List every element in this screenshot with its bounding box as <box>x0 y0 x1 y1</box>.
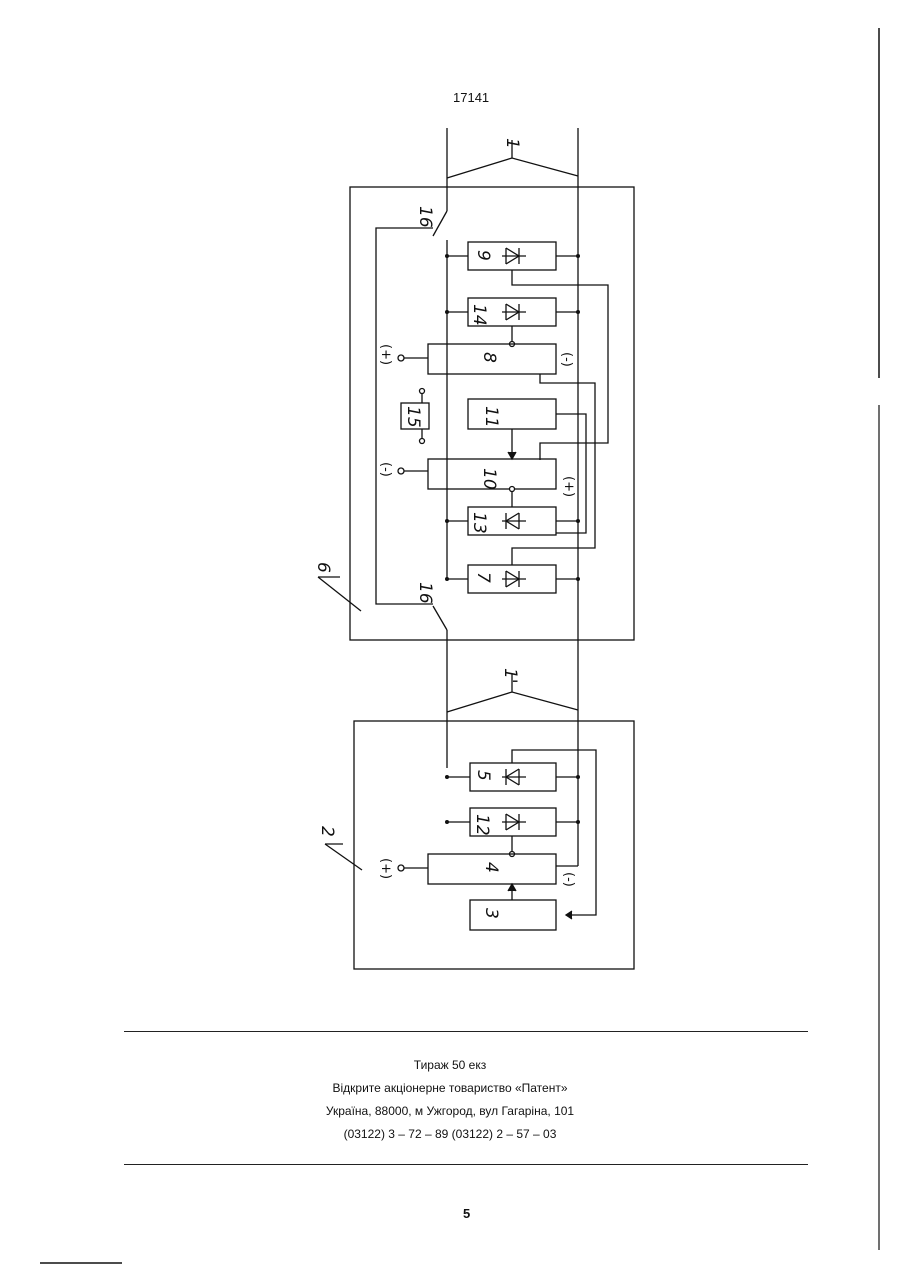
footer-circulation: Тираж 50 екз <box>0 1058 900 1072</box>
unit-2-frame <box>354 721 634 969</box>
block-11: 11 <box>468 399 556 429</box>
diode-icon <box>502 304 526 320</box>
diode-icon <box>502 769 526 785</box>
block-10: 10 <box>398 459 556 490</box>
footer-company: Відкрите акціонерне товариство «Патент» <box>0 1081 900 1095</box>
polarity-b8-right: (-) <box>559 352 574 367</box>
block-12: 12 <box>447 808 578 836</box>
polarity-b10-left: (-) <box>378 462 393 477</box>
diode-icon <box>502 571 526 587</box>
diode-icon <box>502 248 526 264</box>
block-3: 3 <box>470 900 556 930</box>
polarity-b8-left: (+) <box>378 344 393 365</box>
footer-rule-top <box>124 1031 808 1032</box>
block-13: 13 <box>447 507 578 535</box>
svg-text:16: 16 <box>415 206 435 228</box>
footer-phones: (03122) 3 – 72 – 89 (03122) 2 – 57 – 03 <box>0 1127 900 1141</box>
svg-text:7: 7 <box>473 572 493 583</box>
polarity-b4-left: (+) <box>378 858 393 879</box>
polarity-b10-right: (+) <box>561 476 576 497</box>
svg-text:10: 10 <box>479 468 499 490</box>
polarity-b4-right: (-) <box>561 872 576 887</box>
svg-text:15: 15 <box>403 406 423 428</box>
svg-text:9: 9 <box>473 250 493 261</box>
label-line-1-prime: 1' <box>500 668 520 684</box>
svg-text:14: 14 <box>469 304 489 326</box>
svg-text:13: 13 <box>469 512 489 534</box>
label-line-1: 1 <box>502 138 522 149</box>
label-unit-6: 6 <box>313 562 333 573</box>
block-14: 14 <box>447 298 578 326</box>
label-unit-2: 2 <box>317 826 337 837</box>
svg-text:12: 12 <box>472 814 492 836</box>
footer-address: Україна, 88000, м Ужгород, вул Гагаріна,… <box>0 1104 900 1118</box>
block-7: 7 <box>447 565 578 593</box>
block-8: 8 <box>398 344 556 374</box>
block-15: 15 <box>401 389 429 444</box>
block-9: 9 <box>447 242 578 270</box>
block-4: 4 <box>398 854 578 884</box>
svg-text:3: 3 <box>481 908 501 919</box>
switch-16-bottom: 16 <box>415 582 447 768</box>
block-5: 5 <box>447 763 578 791</box>
diode-icon <box>502 513 526 529</box>
diode-icon <box>502 814 526 830</box>
page-number: 5 <box>463 1206 470 1221</box>
svg-text:4: 4 <box>481 862 501 873</box>
svg-text:16: 16 <box>415 582 435 604</box>
svg-text:8: 8 <box>479 352 499 363</box>
svg-text:5: 5 <box>473 770 493 781</box>
footer-rule-bottom <box>124 1164 808 1165</box>
svg-text:11: 11 <box>481 406 501 428</box>
